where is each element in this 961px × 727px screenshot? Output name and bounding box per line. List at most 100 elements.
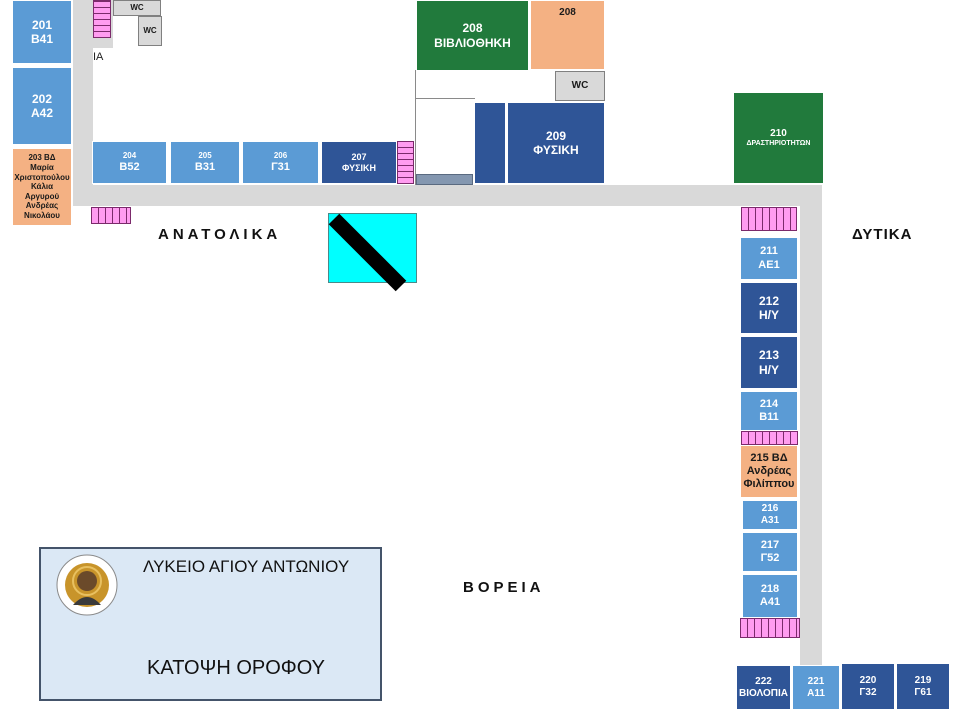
room-222[interactable]: 222 ΒΙΟΛΟΠΙΑ — [736, 665, 791, 710]
room-class: Α31 — [760, 515, 780, 526]
room-class: ΦΥΣΙΚΗ — [341, 162, 377, 173]
teacher-name: Μαρία — [30, 163, 54, 173]
room-218[interactable]: 218 Α41 — [742, 574, 798, 618]
teacher-name: Χριστοπούλου — [14, 172, 70, 182]
school-emblem-icon — [56, 554, 118, 616]
room-216[interactable]: 216 Α31 — [742, 500, 798, 530]
room-206[interactable]: 206 Γ31 — [242, 141, 319, 184]
wc-room[interactable]: WC — [113, 0, 161, 16]
room-class: ΒΙΒΛΙΟΘΗΚΗ — [434, 35, 511, 50]
school-name: ΛΥΚΕΙΟ ΑΓΙΟΥ ΑΝΤΩΝΙΟΥ — [143, 557, 350, 576]
room-202[interactable]: 202 Α42 — [12, 67, 72, 145]
room-number: 204 — [122, 151, 137, 161]
room-number: 217 — [760, 538, 780, 551]
stairs — [397, 141, 414, 184]
compass-east: ΑΝΑΤΟΛΙΚΑ — [158, 226, 282, 243]
room-class: Β11 — [759, 411, 779, 423]
wall-line — [415, 98, 475, 99]
room-class: Γ61 — [914, 686, 932, 698]
room-number: 215 ΒΔ — [750, 451, 788, 464]
room-class: Η/Υ — [758, 362, 779, 377]
wc-label: WC — [130, 3, 144, 13]
legend-box: ΛΥΚΕΙΟ ΑΓΙΟΥ ΑΝΤΩΝΙΟΥ ΚΑΤΟΨΗ ΟΡΟΦΟΥ — [39, 547, 382, 701]
room-203[interactable]: 203 ΒΔ Μαρία Χριστοπούλου Κάλια Αργυρού … — [12, 148, 72, 226]
room-class: Β52 — [119, 160, 140, 173]
room-class: Γ32 — [859, 686, 877, 698]
stairwell-diagonal — [328, 213, 407, 292]
room-class: Η/Υ — [758, 308, 779, 322]
room-219[interactable]: 219 Γ61 — [896, 663, 950, 710]
room-class: Α42 — [30, 106, 53, 120]
room-number: 221 — [807, 675, 825, 687]
room-213[interactable]: 213 Η/Υ — [740, 336, 798, 389]
room-class: ΑΕ1 — [758, 258, 780, 271]
room-class: ΦΥΣΙΚΗ — [533, 143, 579, 157]
room-209[interactable]: 209 ΦΥΣΙΚΗ — [507, 102, 605, 184]
room-217[interactable]: 217 Γ52 — [742, 532, 798, 572]
room-number: 212 — [758, 293, 780, 308]
room-number: 216 — [761, 503, 779, 514]
room-number: 211 — [760, 245, 778, 258]
room-number: 209 — [545, 128, 567, 143]
room-208-annex[interactable]: 208 — [530, 0, 605, 70]
room-number: 202 — [31, 91, 53, 106]
wall-line — [415, 70, 416, 185]
stairs — [741, 207, 797, 231]
wc-label: WC — [571, 80, 589, 91]
compass-north: ΒΟΡΕΙΑ — [463, 579, 545, 596]
room-class: Α11 — [807, 687, 825, 699]
room-220[interactable]: 220 Γ32 — [841, 663, 895, 710]
teacher-name: Φιλίππου — [743, 478, 795, 491]
room-number: 206 — [273, 151, 288, 161]
wall-block — [416, 174, 473, 185]
stairs — [740, 618, 800, 638]
room-215[interactable]: 215 ΒΔ Ανδρέας Φιλίππου — [740, 445, 798, 498]
room-209-side — [474, 102, 506, 184]
room-number: 208 — [559, 7, 576, 18]
room-label-fragment: ΙΑ — [93, 51, 104, 63]
teacher-name: Ανδρέας — [25, 201, 59, 211]
room-201[interactable]: 201 Β41 — [12, 0, 72, 64]
wc-room[interactable]: WC — [138, 16, 162, 46]
room-211[interactable]: 211 ΑΕ1 — [740, 237, 798, 280]
wc-room[interactable]: WC — [555, 71, 605, 101]
teacher-name: Νικολάου — [24, 210, 60, 220]
compass-west: ΔΥΤΙΚΑ — [852, 226, 913, 243]
room-number: 219 — [914, 674, 932, 686]
room-class: Α41 — [759, 596, 781, 608]
room-214[interactable]: 214 Β11 — [740, 391, 798, 431]
room-210[interactable]: 210 ΔΡΑΣΤΗΡΙΟΤΗΤΩΝ — [733, 92, 824, 184]
room-class: Γ52 — [760, 552, 780, 564]
corridor-east-vertical — [800, 185, 822, 665]
corridor-west-vertical — [73, 0, 93, 205]
room-number: 220 — [859, 674, 877, 686]
room-205[interactable]: 205 Β31 — [170, 141, 240, 184]
room-number: 218 — [760, 582, 780, 595]
stairs — [91, 207, 131, 224]
plan-title: ΚΑΤΟΨΗ ΟΡΟΦΟΥ — [147, 657, 325, 679]
room-class: Β41 — [30, 32, 53, 46]
room-number: 201 — [31, 17, 53, 32]
room-number: 207 — [351, 151, 367, 162]
room-number: 208 — [462, 21, 483, 36]
room-number: 213 — [758, 348, 780, 363]
room-212[interactable]: 212 Η/Υ — [740, 282, 798, 334]
stairs — [741, 431, 798, 445]
room-class: Γ31 — [271, 160, 290, 173]
room-class: ΒΙΟΛΟΠΙΑ — [739, 687, 788, 699]
room-number: 222 — [755, 675, 772, 687]
room-number: 205 — [198, 151, 212, 161]
room-221[interactable]: 221 Α11 — [792, 665, 840, 710]
teacher-name: Κάλια Αργυρού — [24, 182, 60, 201]
stairs — [93, 0, 111, 38]
room-204[interactable]: 204 Β52 — [92, 141, 167, 184]
room-number: 214 — [759, 397, 779, 410]
room-number: 210 — [770, 127, 787, 139]
room-207[interactable]: 207 ΦΥΣΙΚΗ — [321, 141, 397, 184]
room-class: ΔΡΑΣΤΗΡΙΟΤΗΤΩΝ — [746, 139, 811, 147]
room-number: 203 ΒΔ — [28, 153, 56, 163]
corridor-horizontal — [73, 185, 822, 206]
room-class: Β31 — [194, 160, 216, 173]
room-208-library[interactable]: 208 ΒΙΒΛΙΟΘΗΚΗ — [416, 0, 529, 71]
teacher-name: Ανδρέας — [746, 464, 792, 477]
